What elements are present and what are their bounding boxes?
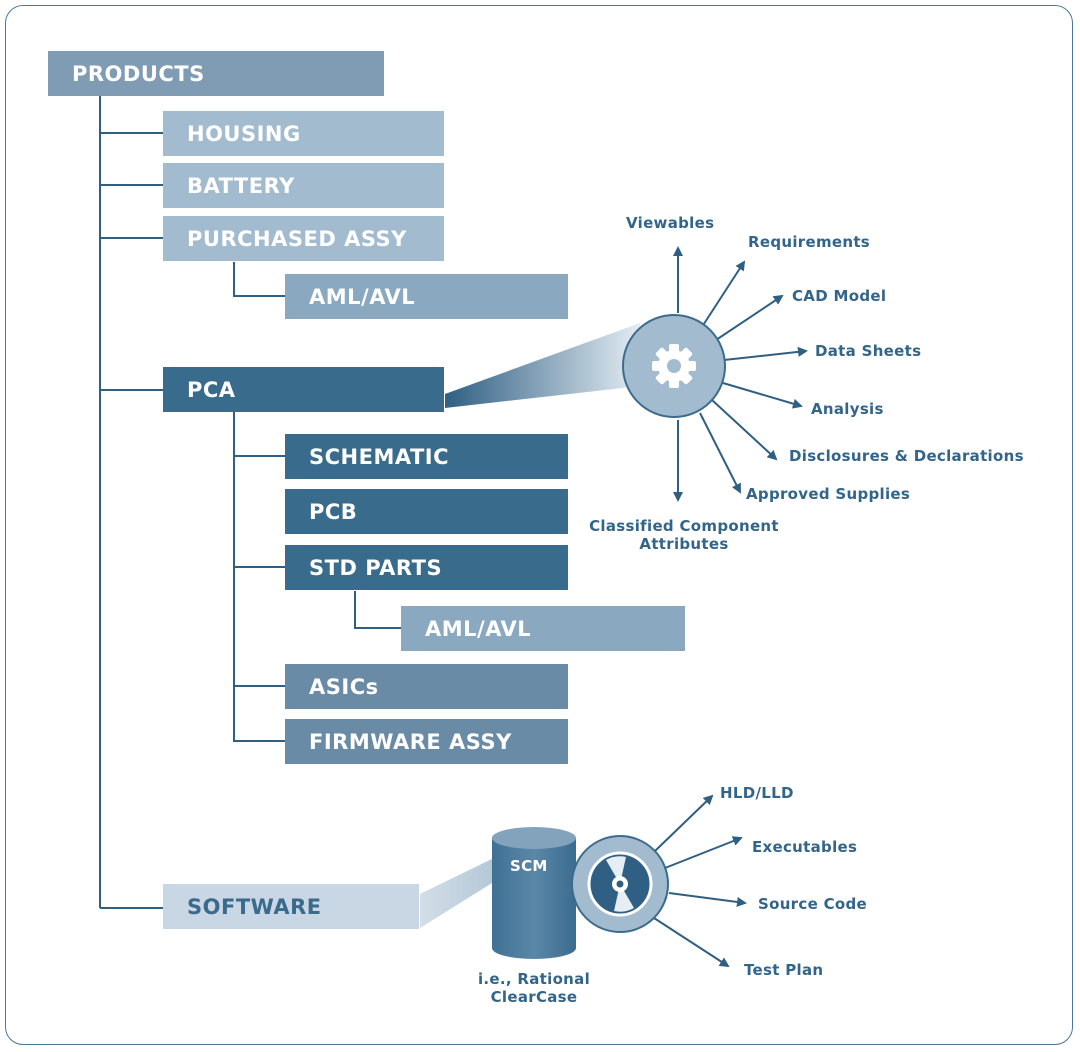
node-pcb: PCB bbox=[285, 489, 568, 534]
gear-icon bbox=[622, 314, 726, 418]
label-classified-line2: Attributes bbox=[639, 535, 729, 553]
label-disclosures: Disclosures & Declarations bbox=[789, 447, 1024, 465]
pca-arrows bbox=[673, 246, 808, 502]
scm-caption: i.e., Rational ClearCase bbox=[454, 970, 614, 1006]
node-software: SOFTWARE bbox=[163, 884, 419, 929]
label-approved-supplies: Approved Supplies bbox=[746, 485, 911, 503]
label-classified-line1: Classified Component bbox=[589, 517, 779, 535]
software-arrows bbox=[653, 794, 747, 968]
scm-label: SCM bbox=[510, 857, 548, 875]
node-std-parts: STD PARTS bbox=[285, 545, 568, 590]
label-test-plan: Test Plan bbox=[744, 961, 824, 979]
node-pca: PCA bbox=[163, 367, 444, 412]
label-cad-model: CAD Model bbox=[792, 287, 887, 305]
node-aml-avl-2: AML/AVL bbox=[401, 606, 685, 651]
node-housing: HOUSING bbox=[163, 111, 444, 156]
node-schematic: SCHEMATIC bbox=[285, 434, 568, 479]
database-icon bbox=[492, 827, 576, 959]
label-executables: Executables bbox=[752, 838, 858, 856]
label-source-code: Source Code bbox=[758, 895, 867, 913]
node-products: PRODUCTS bbox=[48, 51, 384, 96]
node-purchased-assy: PURCHASED ASSY bbox=[163, 216, 444, 261]
scm-caption-line2: ClearCase bbox=[490, 988, 578, 1006]
label-data-sheets: Data Sheets bbox=[815, 342, 922, 360]
cd-disc-icon bbox=[571, 835, 669, 933]
tree-connectors bbox=[99, 95, 401, 909]
label-requirements: Requirements bbox=[748, 233, 871, 251]
label-classified-attributes: Classified Component Attributes bbox=[584, 517, 784, 553]
node-battery: BATTERY bbox=[163, 163, 444, 208]
label-viewables: Viewables bbox=[626, 214, 715, 232]
label-analysis: Analysis bbox=[811, 400, 884, 418]
software-beam bbox=[420, 855, 500, 928]
node-aml-avl-1: AML/AVL bbox=[285, 274, 568, 319]
node-asics: ASICs bbox=[285, 664, 568, 709]
node-firmware-assy: FIRMWARE ASSY bbox=[285, 719, 568, 764]
pca-beam bbox=[445, 323, 640, 408]
scm-caption-line1: i.e., Rational bbox=[477, 970, 591, 988]
label-hld-lld: HLD/LLD bbox=[720, 784, 794, 802]
